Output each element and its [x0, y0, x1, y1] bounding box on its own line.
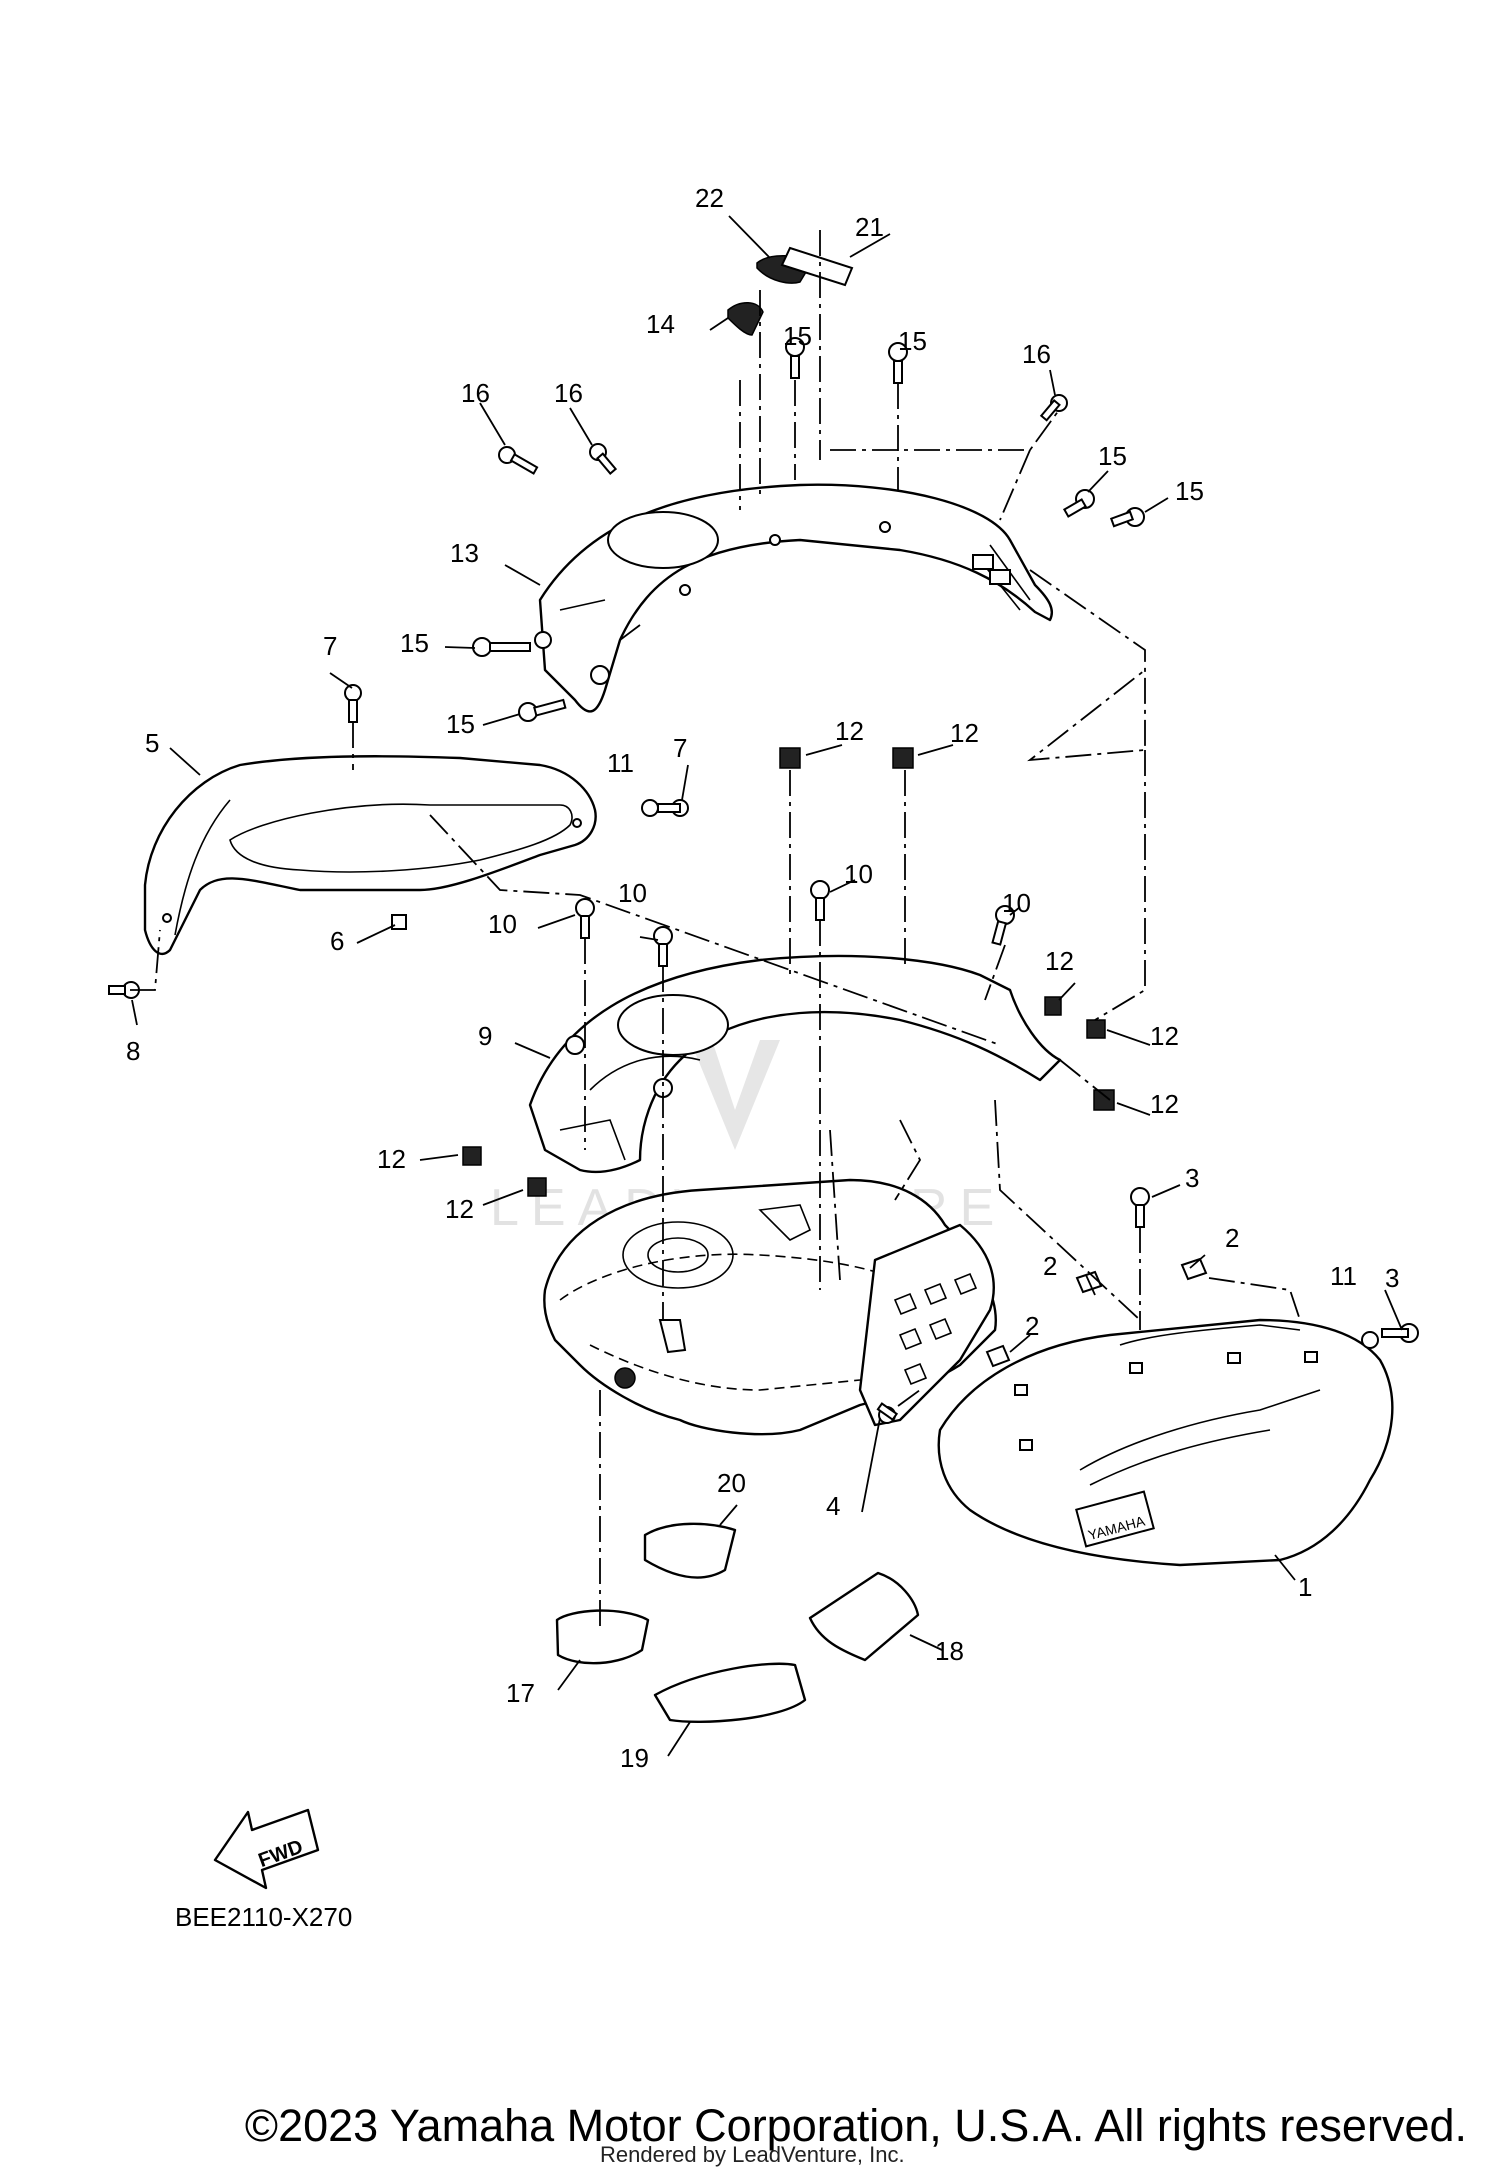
- callout-2: 2: [1043, 1251, 1057, 1281]
- bolt-16-b: [589, 443, 618, 475]
- bolt-10-c: [810, 880, 830, 921]
- bolt-15-d: [1109, 507, 1145, 528]
- part-13-upper-cover: [534, 483, 1054, 713]
- diagram-code: BEE2110-X270: [175, 1902, 352, 1932]
- part-20-pad: [643, 1522, 737, 1579]
- callout-16: 16: [461, 378, 490, 408]
- callout-15: 15: [446, 709, 475, 739]
- fuel-tank-body: [543, 1178, 997, 1436]
- callout-labels: 1 2 2 2 3 3 4 5 6 7 7 8 9 10 10 10 10 11…: [126, 183, 1399, 1773]
- callout-15: 15: [783, 321, 812, 351]
- callout-21: 21: [855, 212, 884, 242]
- callout-9: 9: [478, 1021, 492, 1051]
- callout-8: 8: [126, 1036, 140, 1066]
- yamaha-badge: YAMAHA: [1075, 1490, 1155, 1548]
- callout-10: 10: [1002, 888, 1031, 918]
- callout-19: 19: [620, 1743, 649, 1773]
- bolt-10-b: [653, 926, 673, 967]
- callout-14: 14: [646, 309, 675, 339]
- fwd-arrow-icon: FWD: [213, 1808, 320, 1890]
- callout-10: 10: [844, 859, 873, 889]
- callout-1: 1: [1298, 1572, 1312, 1602]
- copyright-text: ©2023 Yamaha Motor Corporation, U.S.A. A…: [244, 2100, 1467, 2151]
- callout-3: 3: [1185, 1163, 1199, 1193]
- callout-11: 11: [607, 748, 634, 778]
- callout-11: 11: [1330, 1261, 1357, 1291]
- callout-12: 12: [1045, 946, 1074, 976]
- callout-18: 18: [935, 1636, 964, 1666]
- part-9-lower-cover: [528, 954, 1062, 1174]
- bolt-15-e: [472, 637, 531, 657]
- bolt-3-a: [1130, 1187, 1150, 1228]
- part-17-pad: [555, 1609, 650, 1665]
- rendered-by-text: Rendered by LeadVenture, Inc.: [600, 2142, 905, 2167]
- leader-lines: [131, 215, 1403, 1757]
- callout-5: 5: [145, 728, 159, 758]
- callout-13: 13: [450, 538, 479, 568]
- bolt-15-b: [888, 342, 908, 384]
- bolt-15-f: [518, 698, 567, 722]
- bolt-15-c: [1062, 489, 1095, 518]
- callout-6: 6: [330, 926, 344, 956]
- bolt-3-b: [1381, 1323, 1419, 1343]
- clip-12-d: [1086, 1019, 1106, 1039]
- callout-10: 10: [488, 909, 517, 939]
- callout-15: 15: [1175, 476, 1204, 506]
- callout-2: 2: [1225, 1223, 1239, 1253]
- callout-7: 7: [323, 631, 337, 661]
- clip-12-f: [462, 1146, 482, 1166]
- bolt-15-a: [785, 337, 805, 379]
- bolt-7-a: [344, 684, 362, 723]
- callout-12: 12: [1150, 1089, 1179, 1119]
- callout-15: 15: [1098, 441, 1127, 471]
- clip-2-c: [985, 1344, 1011, 1368]
- washer-11-a: [641, 799, 659, 817]
- bolt-7-b: [657, 799, 689, 817]
- bolt-16-c: [1039, 394, 1068, 422]
- callout-12: 12: [835, 716, 864, 746]
- clip-12-g: [527, 1177, 547, 1197]
- bolt-10-d: [991, 905, 1015, 946]
- clip-12-e: [1093, 1089, 1115, 1111]
- bolt-4: [876, 1402, 899, 1424]
- callout-12: 12: [445, 1194, 474, 1224]
- clip-12-a: [779, 747, 801, 769]
- washer-11-b: [1361, 1331, 1379, 1349]
- part-5-side-cover: [143, 755, 597, 956]
- callout-17: 17: [506, 1678, 535, 1708]
- callout-10: 10: [618, 878, 647, 908]
- part-14-pad: [727, 302, 764, 336]
- part-1-tank-cover: YAMAHA: [937, 1318, 1394, 1567]
- callout-15: 15: [898, 326, 927, 356]
- callout-20: 20: [717, 1468, 746, 1498]
- bolt-16-a: [498, 446, 539, 475]
- assembly-lines: [130, 230, 1301, 1630]
- callout-7: 7: [673, 733, 687, 763]
- callout-4: 4: [826, 1491, 840, 1521]
- callout-16: 16: [1022, 339, 1051, 369]
- part-19-pad: [653, 1662, 807, 1723]
- callout-12: 12: [377, 1144, 406, 1174]
- part-21-sticker: [780, 246, 854, 287]
- callout-12: 12: [1150, 1021, 1179, 1051]
- callout-12: 12: [950, 718, 979, 748]
- part-18-pad: [808, 1571, 920, 1662]
- callout-2: 2: [1025, 1311, 1039, 1341]
- callout-16: 16: [554, 378, 583, 408]
- callout-15: 15: [400, 628, 429, 658]
- bolt-10-a: [575, 898, 595, 939]
- callout-3: 3: [1385, 1263, 1399, 1293]
- clip-6: [391, 914, 407, 930]
- clip-12-c: [1044, 996, 1062, 1016]
- callout-22: 22: [695, 183, 724, 213]
- clip-2-b: [1180, 1257, 1208, 1281]
- clip-12-b: [892, 747, 914, 769]
